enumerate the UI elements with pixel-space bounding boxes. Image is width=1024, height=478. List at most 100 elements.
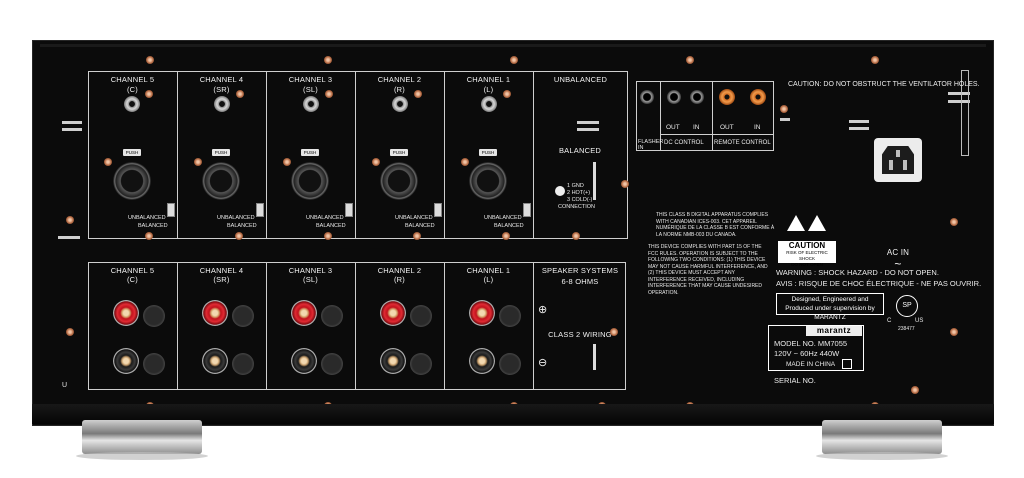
xlr-input-ch3[interactable] xyxy=(291,162,329,200)
input-switch-ch4[interactable] xyxy=(256,203,264,217)
screw-icon xyxy=(510,56,518,64)
xlr-input-ch5[interactable] xyxy=(113,162,151,200)
input-switch-ch5[interactable] xyxy=(167,203,175,217)
screw-icon xyxy=(324,232,332,240)
speaker-post-ch1-positive[interactable] xyxy=(469,300,495,326)
post-cap xyxy=(410,305,432,327)
speaker-ch1-sub: (L) xyxy=(483,275,494,284)
screw-icon xyxy=(461,158,469,166)
input-ch1-label: CHANNEL 1 xyxy=(466,75,511,84)
speaker-post-ch4-negative[interactable] xyxy=(202,348,228,374)
speaker-post-ch1-negative[interactable] xyxy=(469,348,495,374)
minus-icon: ⊖ xyxy=(538,357,548,369)
vent-slot xyxy=(849,120,869,123)
screw-icon xyxy=(911,386,919,394)
model-number: MODEL NO. MM7055 xyxy=(774,339,848,348)
post-cap xyxy=(410,353,432,375)
screw-icon xyxy=(283,158,291,166)
control-panel xyxy=(636,81,774,151)
left-foot xyxy=(76,420,208,460)
flasher-label: FLASHER IN xyxy=(638,139,664,151)
unbalanced-header: UNBALANCED xyxy=(553,75,608,84)
ventilation-caution: CAUTION: DO NOT OBSTRUCT THE VENTILATOR … xyxy=(788,81,980,88)
screw-icon xyxy=(780,105,788,113)
screw-icon xyxy=(145,90,153,98)
vent-slot xyxy=(577,121,599,124)
post-cap xyxy=(232,305,254,327)
speaker-ch2-sub: (R) xyxy=(393,275,405,284)
rca-input-ch4[interactable] xyxy=(214,96,230,112)
dc-out-jack[interactable] xyxy=(667,90,681,104)
screw-icon xyxy=(145,232,153,240)
csa-mark-icon: SP xyxy=(896,295,918,317)
rca-input-ch5[interactable] xyxy=(124,96,140,112)
pin-legend-hot: 2 HOT(+) xyxy=(567,190,591,196)
xlr-input-ch4[interactable] xyxy=(202,162,240,200)
switch-unbalanced-label: UNBALANCED xyxy=(128,215,166,221)
warning-text: WARNING : SHOCK HAZARD - DO NOT OPEN. xyxy=(776,268,939,277)
remote-in-label: IN xyxy=(754,124,761,131)
screw-icon xyxy=(572,232,580,240)
caution-line2: DO NOT OPEN xyxy=(791,262,823,267)
switch-balanced-label: BALANCED xyxy=(316,223,346,229)
input-ch4-sub: (SR) xyxy=(213,85,230,94)
screw-icon xyxy=(686,56,694,64)
input-switch-ch2[interactable] xyxy=(434,203,442,217)
push-tab-ch5[interactable]: PUSH xyxy=(123,149,141,156)
speaker-ch1-label: CHANNEL 1 xyxy=(466,266,511,275)
vent-slot xyxy=(62,128,82,131)
made-in-china: MADE IN CHINA xyxy=(786,361,836,368)
exclamation-warning-icon xyxy=(808,215,826,231)
electric-shock-warning-icon xyxy=(787,215,805,231)
switch-unbalanced-label: UNBALANCED xyxy=(484,215,522,221)
speaker-ch2-label: CHANNEL 2 xyxy=(377,266,422,275)
speaker-post-ch2-negative[interactable] xyxy=(380,348,406,374)
csa-us: US xyxy=(915,318,924,324)
rca-input-ch3[interactable] xyxy=(303,96,319,112)
rca-input-ch1[interactable] xyxy=(481,96,497,112)
rca-input-ch2[interactable] xyxy=(392,96,408,112)
pin-legend-gnd: 1 GND xyxy=(567,183,584,189)
push-tab-ch4[interactable]: PUSH xyxy=(212,149,230,156)
speaker-post-ch3-positive[interactable] xyxy=(291,300,317,326)
speaker-ohms: 6-8 OHMS xyxy=(561,277,599,286)
remote-in-jack[interactable] xyxy=(750,89,766,105)
post-cap xyxy=(143,353,165,375)
screw-icon xyxy=(414,90,422,98)
speaker-ch5-sub: (C) xyxy=(126,275,138,284)
speaker-ch3-label: CHANNEL 3 xyxy=(288,266,333,275)
input-ch5-sub: (C) xyxy=(126,85,138,94)
speaker-post-ch5-positive[interactable] xyxy=(113,300,139,326)
push-tab-ch3[interactable]: PUSH xyxy=(301,149,319,156)
speaker-post-ch5-negative[interactable] xyxy=(113,348,139,374)
input-ch2-sub: (R) xyxy=(393,85,405,94)
screw-icon xyxy=(950,328,958,336)
pin-legend-cold: 3 COLD(-) xyxy=(567,197,593,203)
speaker-post-ch4-positive[interactable] xyxy=(202,300,228,326)
ac-power-inlet[interactable] xyxy=(874,138,922,182)
screw-icon xyxy=(871,56,879,64)
xlr-input-ch1[interactable] xyxy=(469,162,507,200)
input-section xyxy=(88,71,628,239)
speaker-post-ch2-positive[interactable] xyxy=(380,300,406,326)
input-ch3-label: CHANNEL 3 xyxy=(288,75,333,84)
speaker-post-ch3-negative[interactable] xyxy=(291,348,317,374)
remote-out-jack[interactable] xyxy=(719,89,735,105)
post-cap xyxy=(232,353,254,375)
flasher-jack[interactable] xyxy=(640,90,654,104)
switch-unbalanced-label: UNBALANCED xyxy=(217,215,255,221)
xlr-input-ch2[interactable] xyxy=(380,162,418,200)
switch-unbalanced-label: UNBALANCED xyxy=(306,215,344,221)
push-tab-ch2[interactable]: PUSH xyxy=(390,149,408,156)
speaker-section xyxy=(88,262,626,390)
designed-by-label: Designed, Engineered and Produced under … xyxy=(776,293,884,321)
input-switch-ch3[interactable] xyxy=(345,203,353,217)
serial-number-label: SERIAL NO. xyxy=(774,376,816,385)
marantz-logo: marantz xyxy=(806,326,862,336)
vent-slot xyxy=(577,128,599,131)
screw-icon xyxy=(104,158,112,166)
input-switch-ch1[interactable] xyxy=(523,203,531,217)
class2-marker xyxy=(593,344,596,370)
dc-in-jack[interactable] xyxy=(690,90,704,104)
push-tab-ch1[interactable]: PUSH xyxy=(479,149,497,156)
